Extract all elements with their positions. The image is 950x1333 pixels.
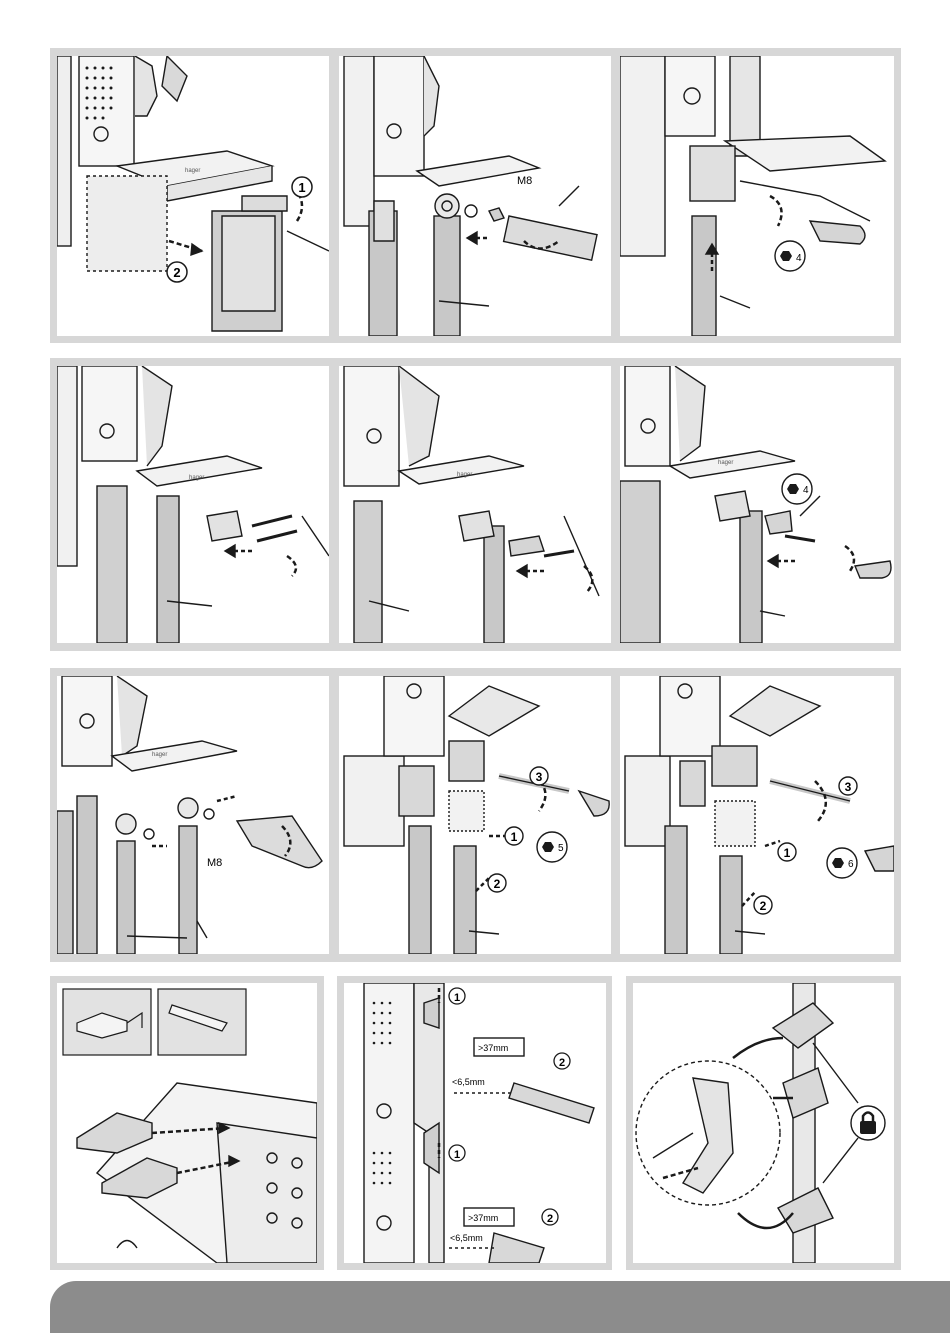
hex-key-4-badge: 4	[775, 241, 805, 271]
dim-max-label-top: <6,5mm	[452, 1077, 485, 1087]
hex-size-4-b: 4	[803, 485, 809, 496]
panel-12-lock-detail	[633, 983, 894, 1263]
panel-2-drawing: M8	[339, 56, 611, 336]
step-3-badge-8: 3	[530, 767, 548, 785]
step-1-number-11a: 1	[454, 992, 460, 1004]
panel-9-block-terminal-hex6: 3 1 2 6	[620, 676, 894, 954]
hex-key-6-badge: 6	[827, 848, 857, 878]
step-2-number-8: 2	[494, 877, 501, 891]
hex-size-4: 4	[796, 253, 802, 264]
panel-11-cable-length: >37mm <6,5mm >37mm <6,5mm 1 2 1 2	[344, 983, 606, 1263]
inset-accessory-2	[158, 989, 246, 1055]
step-2-badge-11a: 2	[554, 1053, 570, 1069]
brand-label: hager	[185, 168, 200, 174]
step-2-badge-9: 2	[754, 896, 772, 914]
dim-max-label-bottom: <6,5mm	[450, 1233, 483, 1243]
panel-3-tighten-hex4: 4	[620, 56, 894, 336]
lock-icon	[860, 1121, 876, 1134]
panel-6-drawing: 4 hager	[620, 366, 894, 643]
inset-accessory-1	[63, 989, 151, 1055]
step-1-number-8: 1	[511, 830, 518, 844]
panel-7-drawing: M8 hager	[57, 676, 329, 954]
step-2-badge-11b: 2	[542, 1209, 558, 1225]
panel-10-drawing	[57, 983, 317, 1263]
dim-min-label-bottom: >37mm	[468, 1213, 498, 1223]
step-1-badge-8: 1	[505, 827, 523, 845]
panel-11-drawing: >37mm <6,5mm >37mm <6,5mm 1 2 1 2	[344, 983, 606, 1263]
panel-5-bar-clamp-plate: hager	[339, 366, 611, 643]
step-2-number-9: 2	[760, 899, 767, 913]
panel-10-accessory-fitting	[57, 983, 317, 1263]
step-1-badge: 1	[292, 177, 312, 197]
hex-size-6: 6	[848, 859, 854, 870]
step-1-badge-9: 1	[778, 843, 796, 861]
panel-4-drawing: hager	[57, 366, 329, 643]
panel-6-tighten-hex4: 4 hager	[620, 366, 894, 643]
step-3-number-9: 3	[845, 780, 852, 794]
brand-label-5: hager	[457, 472, 472, 478]
hex-key-4-badge-6: 4	[782, 474, 812, 504]
step-2-badge: 2	[167, 262, 187, 282]
lock-icon-badge	[851, 1106, 885, 1140]
brand-label-7: hager	[152, 752, 167, 758]
step-2-number: 2	[173, 265, 180, 280]
step-1-badge-11b: 1	[449, 1145, 465, 1161]
panel-1-remove-cover: 1 2 hager	[57, 56, 329, 336]
panel-3-drawing: 4	[620, 56, 894, 336]
step-3-number: 3	[536, 770, 543, 784]
brand-label-6: hager	[718, 460, 733, 466]
step-2-number-11a: 2	[559, 1057, 565, 1069]
panel-8-drawing: 3 1 2 5	[339, 676, 611, 954]
m8-label: M8	[517, 175, 532, 187]
panel-5-drawing: hager	[339, 366, 611, 643]
panel-8-block-terminal-hex5: 3 1 2 5	[339, 676, 611, 954]
dim-min-label-top: >37mm	[478, 1043, 508, 1053]
panel-4-bar-clamp: hager	[57, 366, 329, 643]
panel-2-ring-terminal: M8	[339, 56, 611, 336]
hex-size-5: 5	[558, 843, 564, 854]
panel-1-drawing: 1 2 hager	[57, 56, 329, 336]
footer-bar	[50, 1281, 950, 1333]
panel-12-drawing	[633, 983, 894, 1263]
step-2-number-11b: 2	[547, 1213, 553, 1225]
step-1-badge-11a: 1	[449, 988, 465, 1004]
brand-label-4: hager	[189, 475, 204, 481]
panel-7-ring-terminals: M8 hager	[57, 676, 329, 954]
m8-label-7: M8	[207, 857, 222, 869]
step-1-number: 1	[298, 180, 305, 195]
panel-9-drawing: 3 1 2 6	[620, 676, 894, 954]
step-1-number-11b: 1	[454, 1149, 460, 1161]
step-1-number-9: 1	[784, 846, 791, 860]
hex-key-5-badge: 5	[537, 832, 567, 862]
step-3-badge-9: 3	[839, 777, 857, 795]
step-2-badge-8: 2	[488, 874, 506, 892]
